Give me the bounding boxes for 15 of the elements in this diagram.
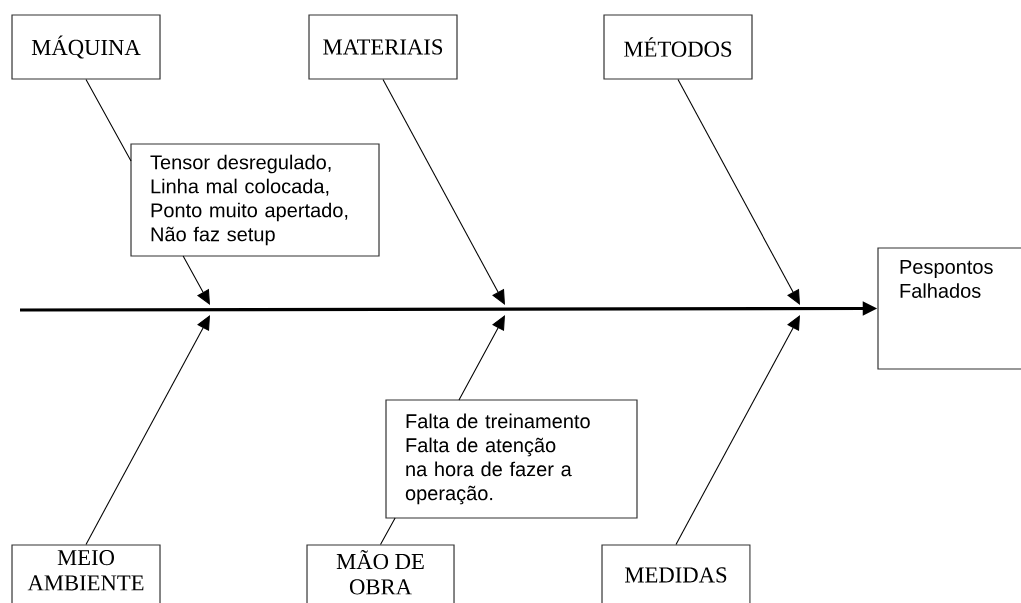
- category-box: MÁQUINA: [11, 14, 161, 80]
- arrow: [379, 315, 505, 545]
- category-box: MEDIDAS: [601, 544, 751, 603]
- category-box: MÃO DE OBRA: [306, 544, 455, 603]
- arrow: [382, 79, 505, 305]
- category-box: MATERIAIS: [308, 14, 458, 80]
- arrow: [85, 315, 210, 545]
- arrow: [675, 315, 800, 545]
- category-box: MEIO AMBIENTE: [11, 544, 161, 603]
- arrow: [85, 79, 210, 305]
- category-box: MÉTODOS: [603, 14, 753, 80]
- cause-box: Falta de treinamento Falta de atenção na hora de fazer a operação.: [385, 399, 638, 519]
- effect-box: Pespontos Falhados: [877, 247, 1021, 370]
- cause-box: Tensor desregulado, Linha mal colocada, Ponto muito apertado, Não faz setup: [130, 143, 380, 257]
- arrow: [677, 79, 800, 305]
